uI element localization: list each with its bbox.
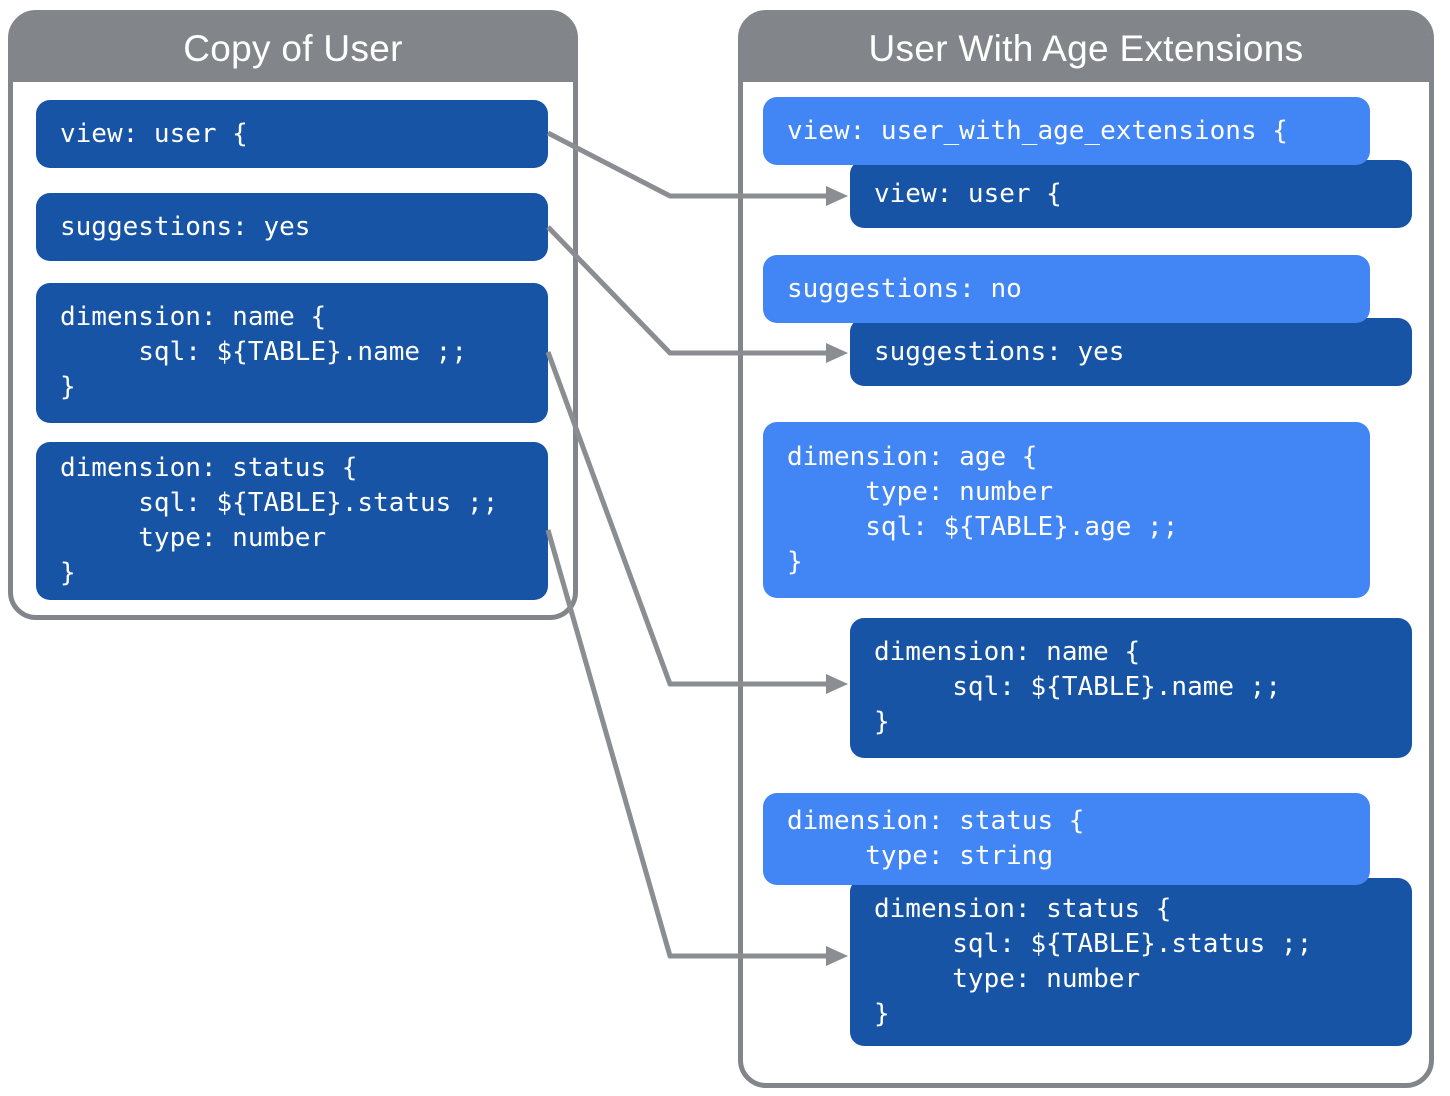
code-block-view-user: view: user { — [36, 100, 548, 168]
code-block-dimension-name: dimension: name { sql: ${TABLE}.name ;; … — [36, 283, 548, 423]
code-block-dimension-age-extension: dimension: age { type: number sql: ${TAB… — [763, 422, 1370, 598]
panel-user-with-age-extensions-title: User With Age Extensions — [868, 27, 1304, 69]
code-block-dimension-status: dimension: status { sql: ${TABLE}.status… — [36, 442, 548, 600]
code-block-dimension-name-inherited: dimension: name { sql: ${TABLE}.name ;; … — [850, 618, 1412, 758]
code-block-view-user-inherited: view: user { — [850, 160, 1412, 228]
code-block-suggestions-yes: suggestions: yes — [36, 193, 548, 261]
panel-user-with-age-extensions-header: User With Age Extensions — [743, 15, 1429, 82]
code-block-dimension-status-inherited: dimension: status { sql: ${TABLE}.status… — [850, 878, 1412, 1046]
code-block-suggestions-no-extension: suggestions: no — [763, 255, 1370, 323]
panel-copy-of-user-title: Copy of User — [183, 27, 403, 69]
code-block-suggestions-yes-inherited: suggestions: yes — [850, 318, 1412, 386]
code-block-dimension-status-extension: dimension: status { type: string — [763, 793, 1370, 885]
panel-copy-of-user-header: Copy of User — [13, 15, 573, 82]
code-block-view-extension: view: user_with_age_extensions { — [763, 97, 1370, 165]
